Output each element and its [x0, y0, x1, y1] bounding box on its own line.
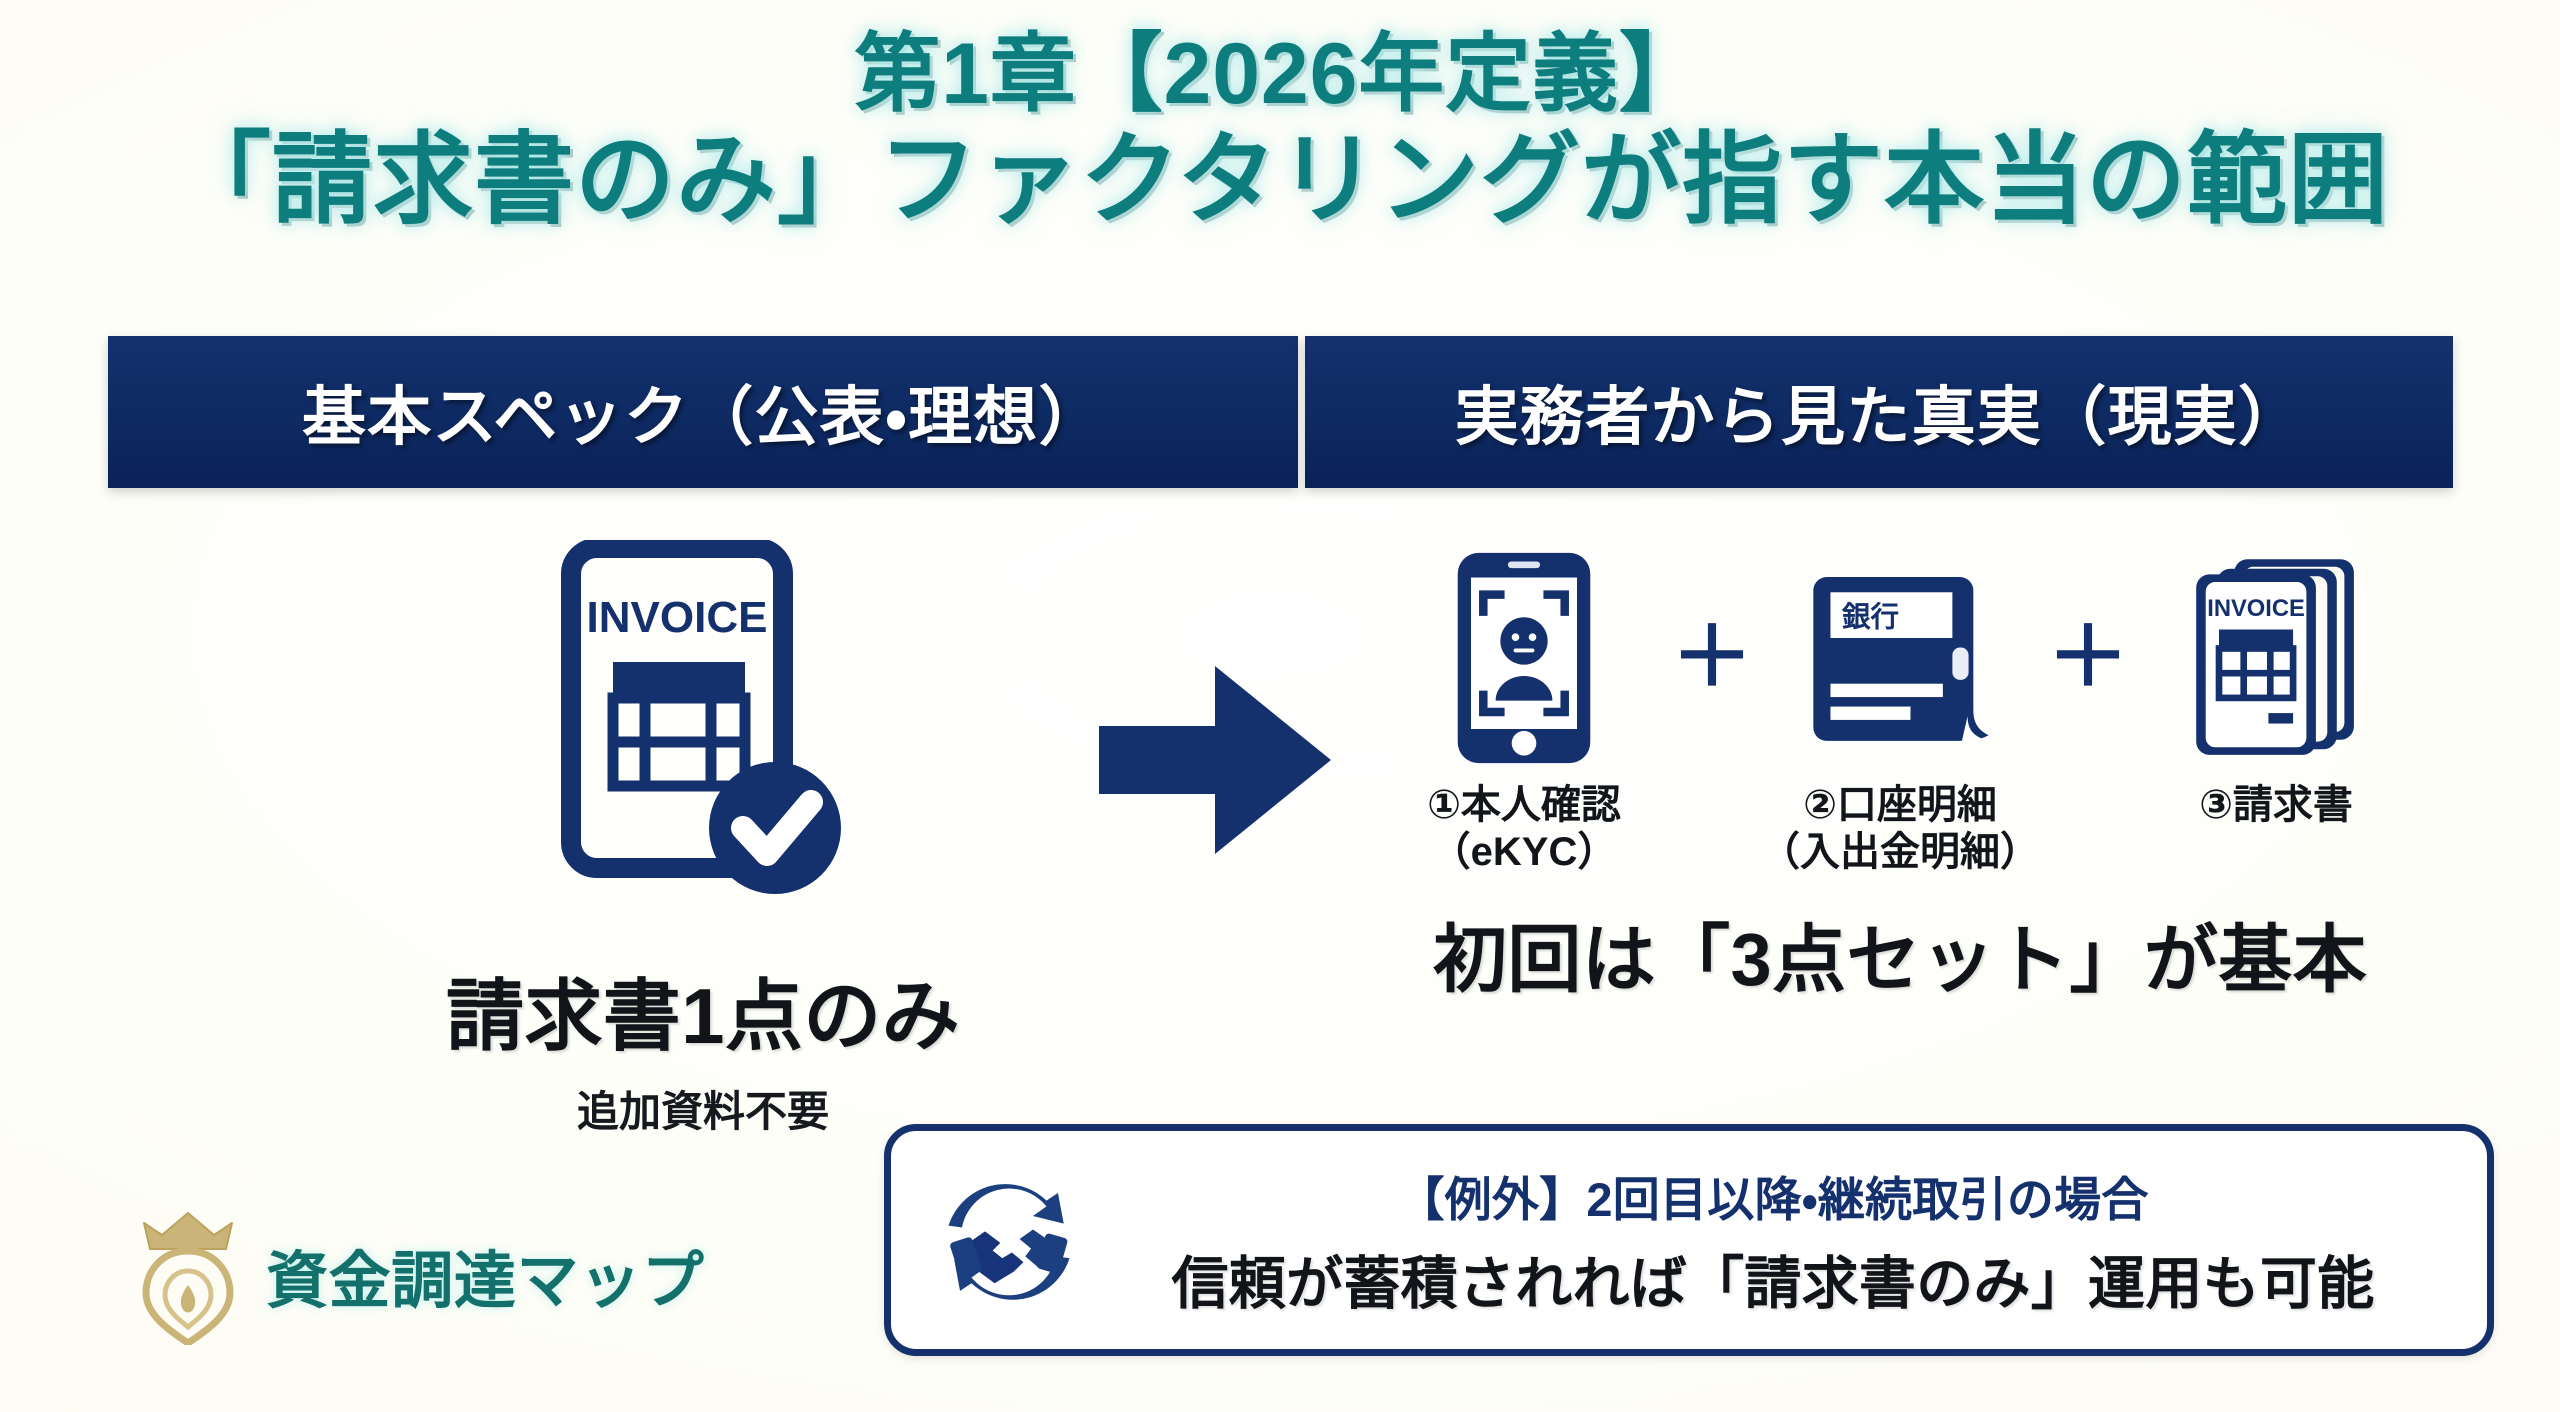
exception-text-group: 【例外】2回目以降・継続取引の場合 信頼が蓄積されれば「請求書のみ」運用も可能	[1093, 1161, 2453, 1320]
requirement-item-3-label: ③請求書	[2131, 782, 2421, 829]
exception-line-2: 信頼が蓄積されれば「請求書のみ」運用も可能	[1171, 1251, 2375, 1316]
plus-separator-2: ＋	[2046, 612, 2129, 703]
requirement-item-2: 銀行 ②口座明細 （入出金明細）	[1755, 548, 2045, 876]
page-title: 第1章【2026年定義】 「請求書のみ」ファクタリングが指す本当の範囲	[0, 26, 2560, 236]
bank-passbook-icon: 銀行	[1755, 548, 2045, 768]
left-headline: 請求書1点のみ	[445, 972, 961, 1060]
invoice-document-check-icon: INVOICE	[553, 538, 853, 910]
invoice-caption: INVOICE	[587, 593, 768, 642]
plus-separator-1: ＋	[1670, 612, 1753, 703]
brand-logo[interactable]: 資金調達マップ	[132, 1205, 705, 1348]
requirement-item-1-label-line1: ①本人確認	[1427, 783, 1621, 827]
right-arrow-icon	[1095, 660, 1335, 860]
requirement-item-2-label-line2: （入出金明細）	[1760, 830, 2040, 875]
section-header-left-label: 基本スペック（公表・理想）	[302, 381, 1104, 453]
crown-map-pin-icon	[132, 1205, 244, 1348]
left-column: INVOICE 請求書1点のみ 追加資料不要	[108, 538, 1298, 1139]
requirement-item-2-label: ②口座明細 （入出金明細）	[1755, 782, 2045, 876]
brand-logo-text: 資金調達マップ	[266, 1247, 705, 1316]
right-column: ①本人確認 （eKYC） ＋ 銀行	[1305, 548, 2495, 1007]
requirement-item-1-label-line2: （eKYC）	[1430, 830, 1618, 875]
exception-callout: 【例外】2回目以降・継続取引の場合 信頼が蓄積されれば「請求書のみ」運用も可能	[884, 1124, 2494, 1356]
title-line-2: 「請求書のみ」ファクタリングが指す本当の範囲	[171, 124, 2389, 237]
right-headline: 初回は「3点セット」が基本	[1433, 918, 2367, 1002]
smartphone-face-scan-icon	[1379, 548, 1669, 768]
requirement-item-3: INVOICE ③請求書	[2131, 548, 2421, 829]
title-line-1: 第1章【2026年定義】	[854, 26, 1706, 122]
bank-badge-text: 銀行	[1841, 601, 1899, 634]
invoice-stack-caption: INVOICE	[2207, 595, 2305, 622]
exception-line-1: 【例外】2回目以降・継続取引の場合	[1397, 1172, 2149, 1226]
requirement-item-1: ①本人確認 （eKYC）	[1379, 548, 1669, 876]
left-subtext: 追加資料不要	[576, 1088, 829, 1135]
section-header-left: 基本スペック（公表・理想）	[108, 336, 1298, 488]
handshake-cycle-icon	[925, 1168, 1093, 1312]
requirement-item-2-label-line1: ②口座明細	[1803, 783, 1997, 827]
invoice-stack-icon: INVOICE	[2131, 548, 2421, 768]
section-header-right-label: 実務者から見た真実（現実）	[1454, 381, 2304, 453]
requirement-item-1-label: ①本人確認 （eKYC）	[1379, 782, 1669, 876]
section-header-right: 実務者から見た真実（現実）	[1305, 336, 2453, 488]
requirement-item-3-label-line1: ③請求書	[2199, 783, 2353, 827]
three-set-icon-row: ①本人確認 （eKYC） ＋ 銀行	[1305, 548, 2495, 876]
